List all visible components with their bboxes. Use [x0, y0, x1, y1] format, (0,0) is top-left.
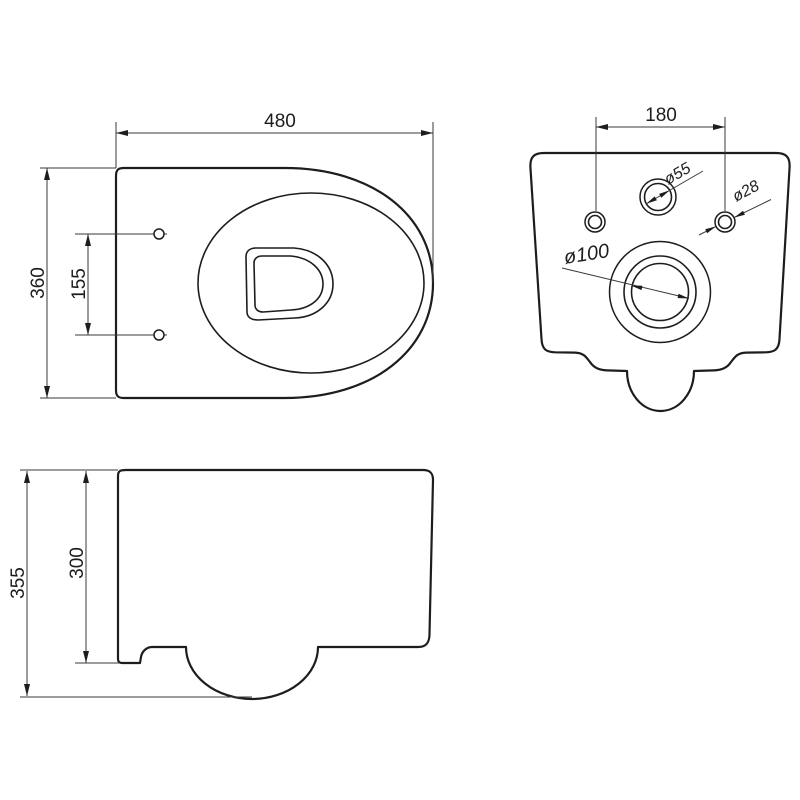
plan-hinge-hole-top: [153, 228, 165, 240]
dim-155: 155: [69, 234, 91, 335]
dim-355: 355: [8, 469, 252, 698]
rear-mount-hole-left-inner: [587, 214, 603, 230]
rear-outlet-middle: [623, 255, 697, 329]
rear-mount-hole-right-inner: [717, 214, 733, 230]
dim-300: 300: [67, 471, 120, 664]
plan-body-outline: [114, 166, 435, 400]
dim-355-label: 355: [8, 567, 29, 599]
plan-bowl-outline-inner: [253, 255, 324, 313]
dim-300-label: 300: [67, 547, 88, 579]
dim-155-label: 155: [69, 268, 90, 300]
plan-hinge-hole-bottom: [153, 329, 165, 341]
plan-view: 480 360 155: [28, 111, 435, 400]
plan-seat-outline: [197, 192, 425, 374]
dim-480-label: 480: [264, 111, 296, 132]
dim-360-label: 360: [28, 267, 49, 299]
dim-180: 180: [596, 105, 725, 130]
rear-outlet-inner: [630, 262, 690, 322]
dim-480: 480: [115, 111, 434, 283]
side-view: 355 300: [8, 468, 435, 701]
rear-view: 180 ø55 ø28 ø100: [529, 105, 791, 413]
side-body-outline: [116, 468, 435, 701]
plan-bowl-outline-outer: [245, 247, 334, 321]
dim-360: 360: [28, 167, 116, 399]
dim-180-label: 180: [645, 105, 677, 126]
rear-inlet-inner: [643, 182, 673, 212]
